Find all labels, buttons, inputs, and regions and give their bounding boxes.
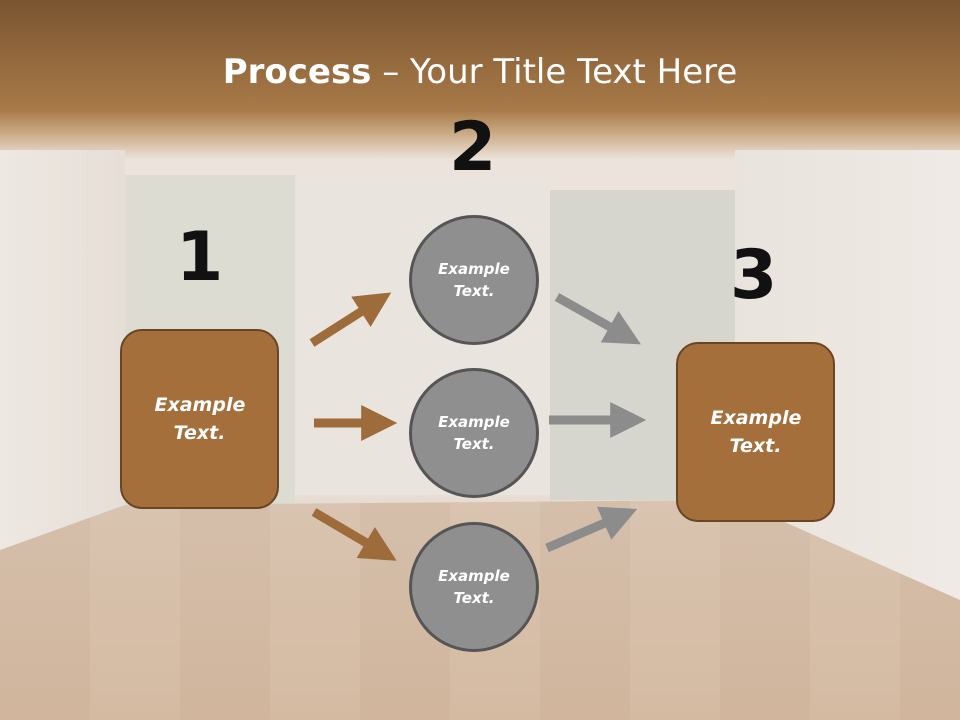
arrow-right-up xyxy=(545,506,638,553)
arrow-right-down xyxy=(311,508,397,561)
step-number-2: 2 xyxy=(449,108,497,187)
step-3-label: Example Text. xyxy=(710,406,802,458)
arrow-right-down xyxy=(554,293,641,345)
step-2-circle-top: Example Text. xyxy=(409,215,539,345)
step-1-label: Example Text. xyxy=(154,393,246,445)
step-2-circle-bottom: Example Text. xyxy=(409,522,539,652)
title-bold: Process xyxy=(222,52,372,92)
slide-title: Process – Your Title Text Here xyxy=(0,52,960,92)
step-2-circle-middle: Example Text. xyxy=(409,368,539,498)
step-3-box: Example Text. xyxy=(676,342,835,522)
step-number-1: 1 xyxy=(176,218,224,297)
step-2-label-bottom: Example Text. xyxy=(438,566,510,608)
step-number-3: 3 xyxy=(730,236,778,315)
step-2-label-top: Example Text. xyxy=(438,259,510,301)
title-rest: – Your Title Text Here xyxy=(371,52,738,92)
step-1-box: Example Text. xyxy=(120,329,279,509)
step-2-label-middle: Example Text. xyxy=(438,412,510,454)
arrow-right-up xyxy=(309,292,392,347)
